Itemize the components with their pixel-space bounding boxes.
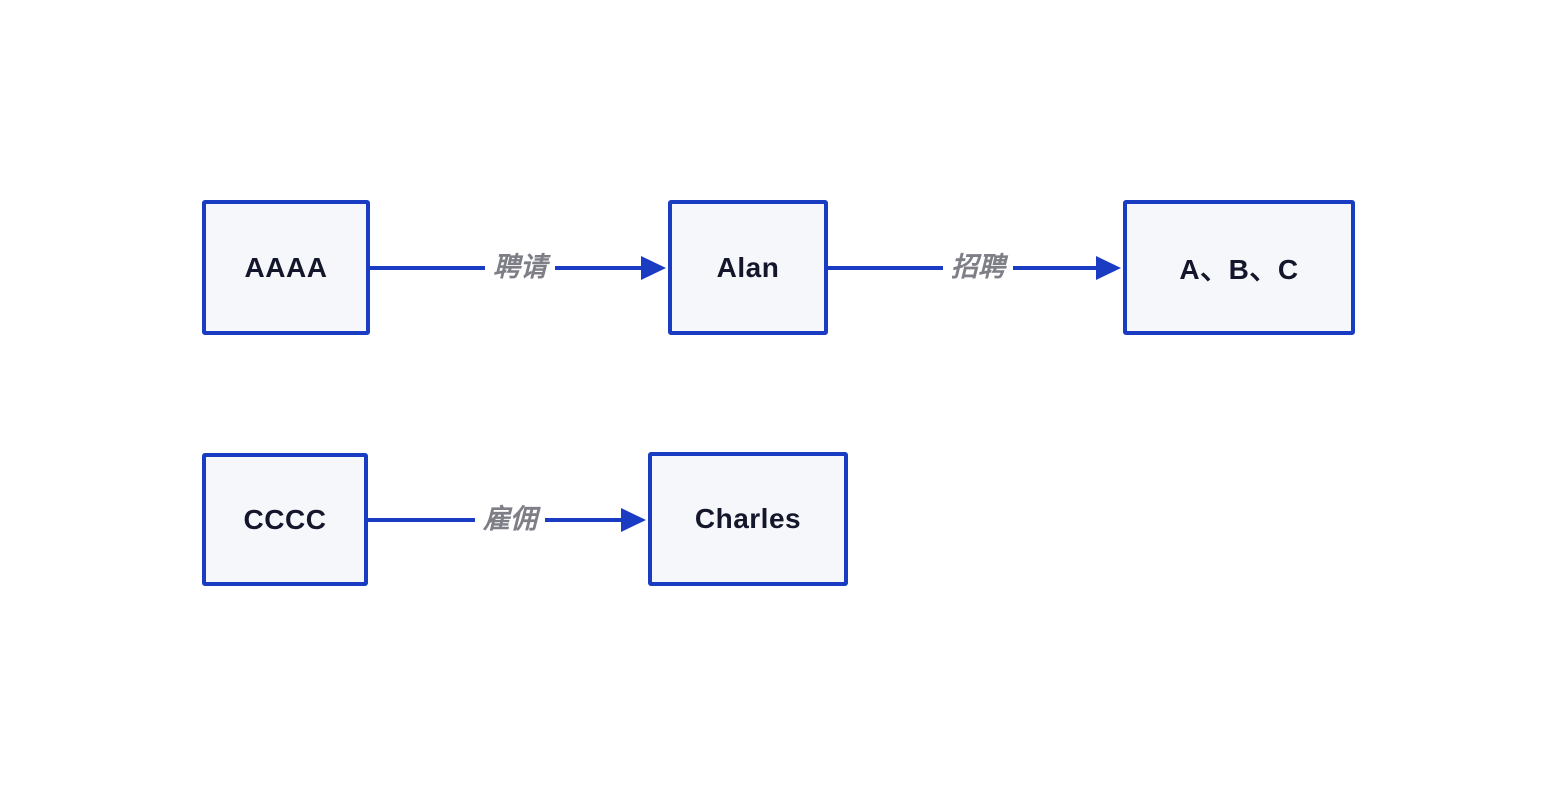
node-charles: Charles [648,452,848,586]
node-label: AAAA [244,251,328,283]
edge-label-cccc-charles: 雇佣 [475,503,545,537]
arrowhead-icon [621,508,646,532]
arrowhead-icon [1096,256,1121,280]
edge-label-aaaa-alan: 聘请 [485,251,555,285]
node-label: A、B、C [1179,253,1299,285]
arrowhead-icon [641,256,666,280]
node-label: Alan [716,251,780,283]
node-label: Charles [694,503,802,534]
node-aaaa: AAAA [202,200,370,335]
node-abc: A、B、C [1123,200,1355,335]
node-label: CCCC [243,503,327,535]
node-cccc: CCCC [202,453,368,586]
edge-label-alan-abc: 招聘 [943,251,1013,285]
node-alan: Alan [668,200,828,335]
